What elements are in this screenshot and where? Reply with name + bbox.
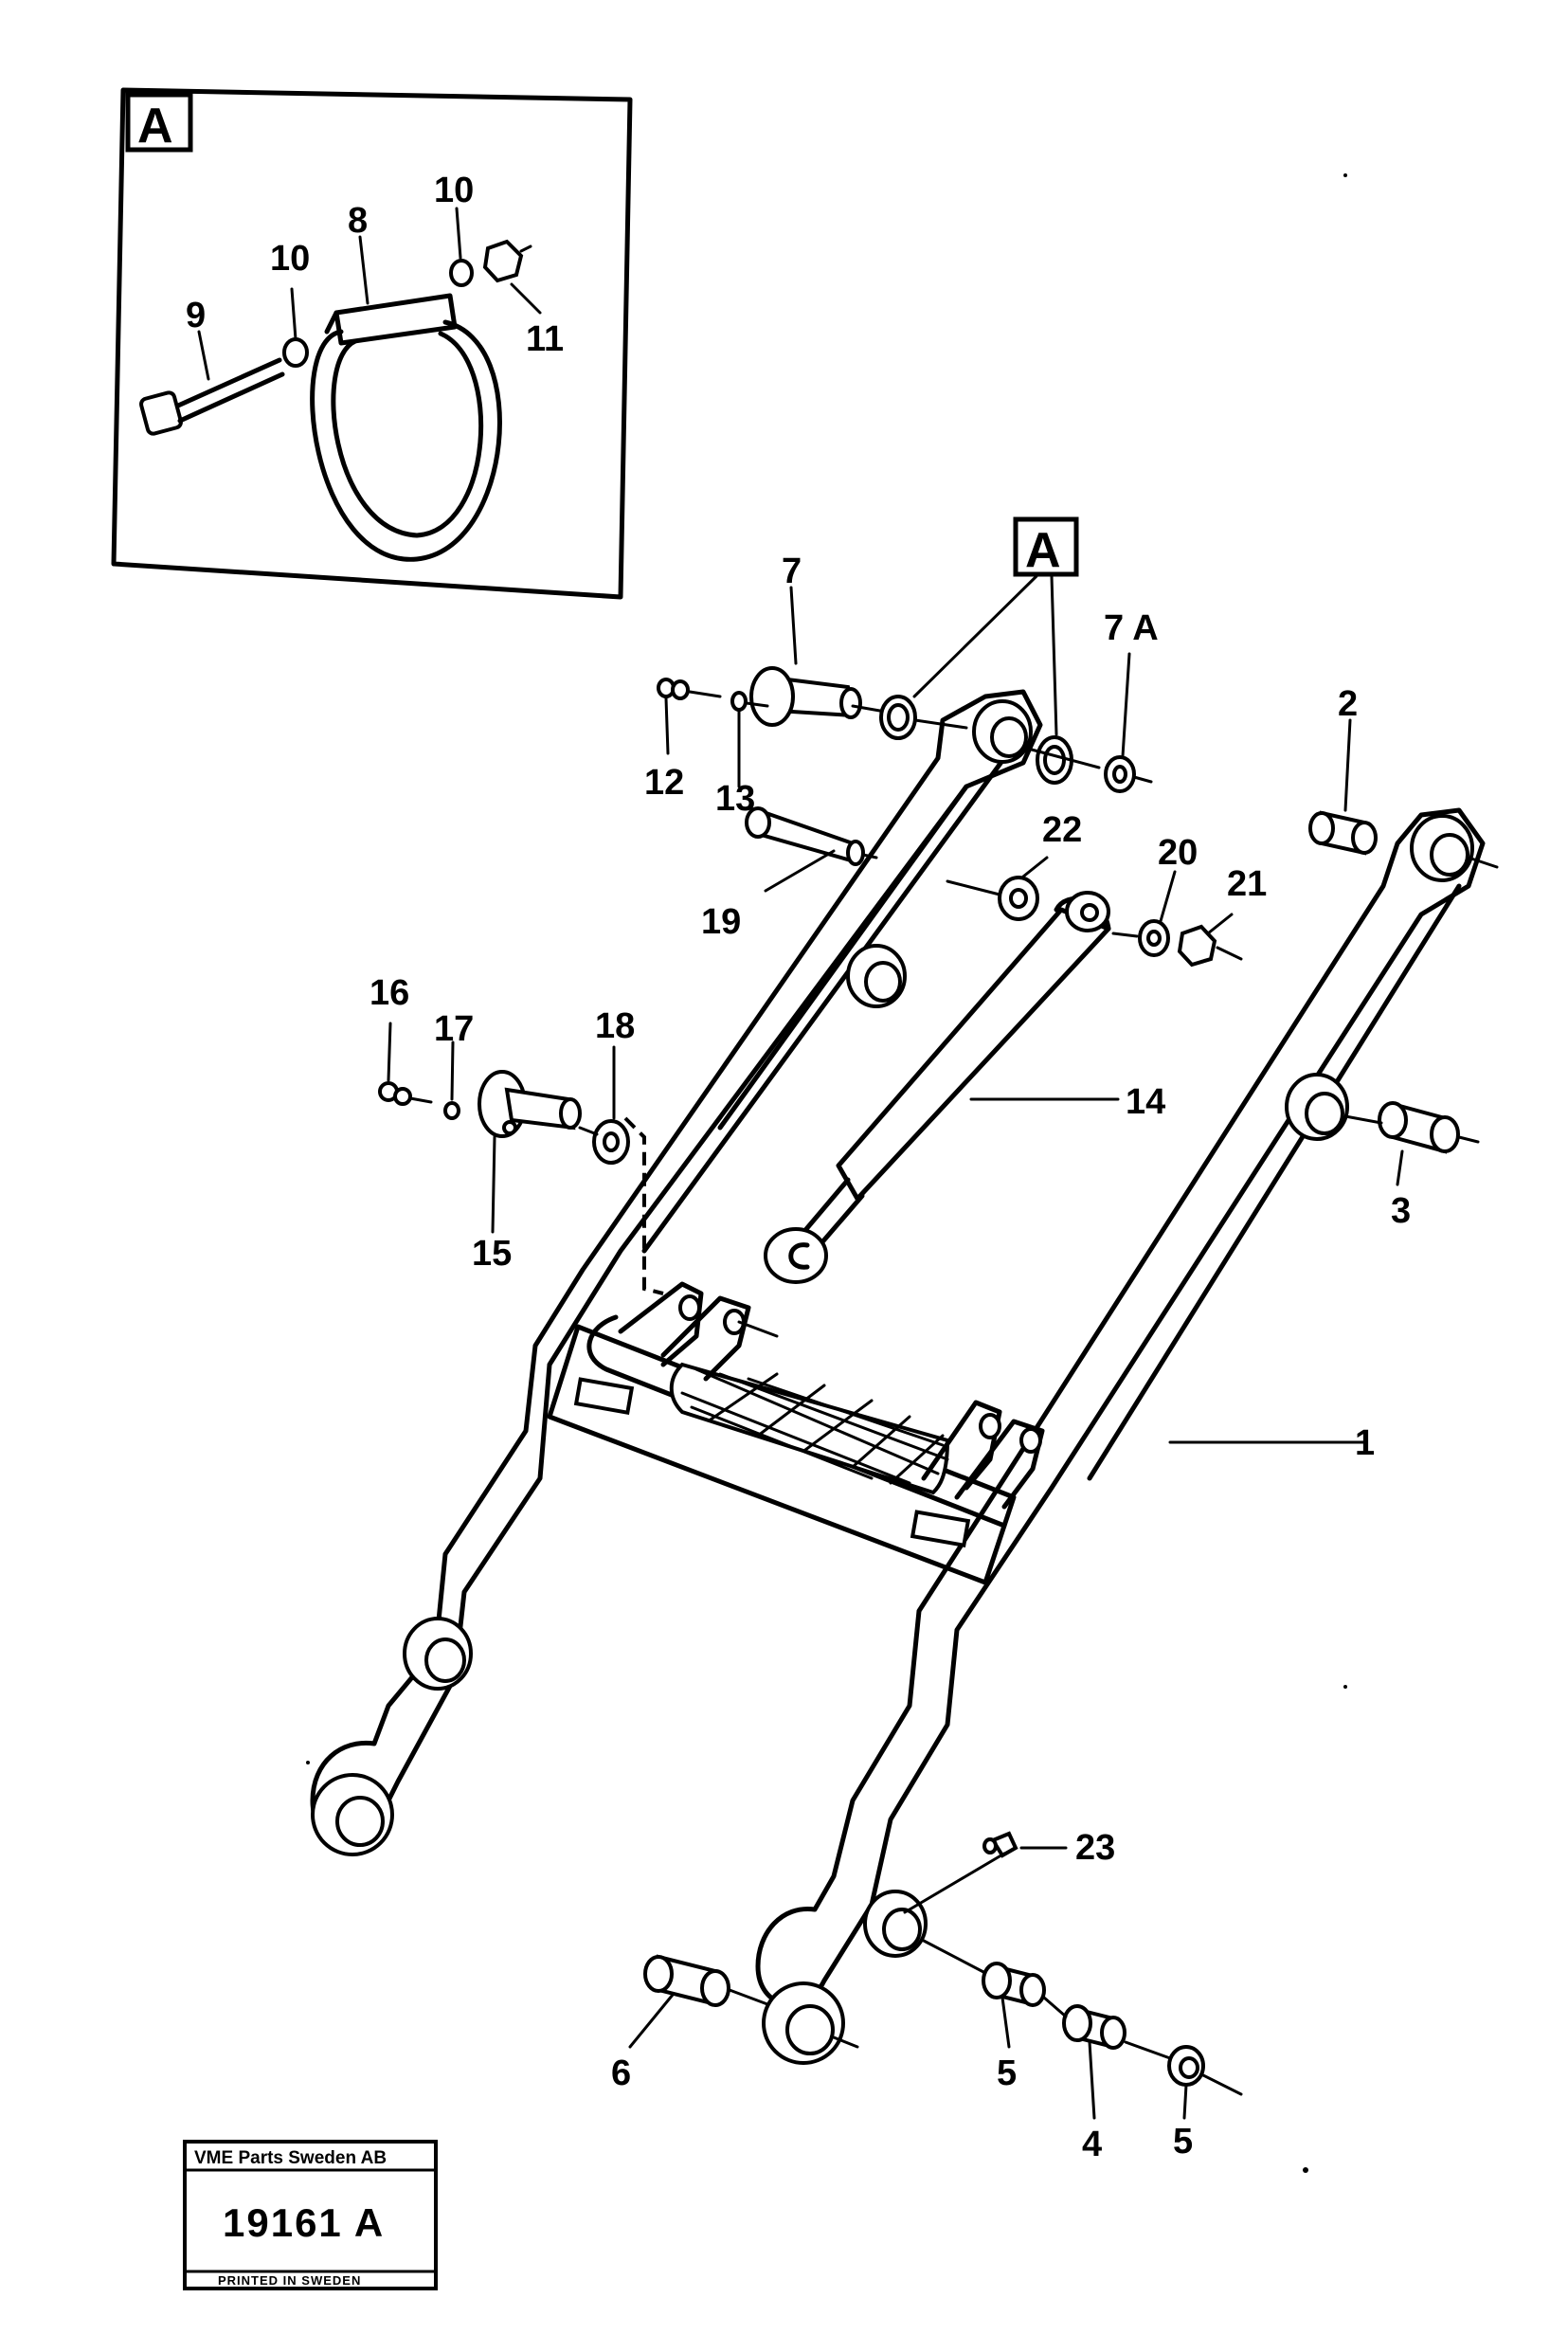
label-4: 4: [1082, 2125, 1102, 2164]
label-23: 23: [1075, 1828, 1115, 1868]
washer-10a: [282, 337, 309, 368]
label-11: 11: [526, 319, 564, 359]
label-15: 15: [472, 1234, 512, 1274]
label-19: 19: [701, 902, 741, 942]
detail-a-letter: A: [137, 99, 173, 154]
item-labels: 1 2 3 4 5 5 6 7 7 A 8 9 10 10 11 12 13 1…: [186, 171, 1411, 2164]
label-9: 9: [186, 296, 206, 335]
label-5a: 5: [997, 2053, 1017, 2093]
label-7a: 7 A: [1104, 608, 1159, 648]
clamp-ring: [310, 293, 502, 562]
detail-a-callout: A: [912, 516, 1079, 736]
label-10a: 10: [270, 239, 310, 279]
grease-nipple: [990, 1831, 1018, 1858]
bolt: [139, 357, 285, 436]
label-3: 3: [1391, 1191, 1411, 1231]
nut-21: [1177, 924, 1217, 968]
title-stamp: VME Parts Sweden AB 19161 A PRINTED IN S…: [183, 2140, 438, 2290]
detail-a-panel: A: [111, 87, 633, 600]
label-14: 14: [1126, 1082, 1165, 1122]
callout-a-letter: A: [1025, 523, 1061, 578]
stamp-company: VME Parts Sweden AB: [194, 2148, 387, 2168]
label-22: 22: [1042, 810, 1082, 850]
label-16: 16: [369, 973, 409, 1013]
label-17: 17: [434, 1009, 474, 1049]
label-12: 12: [644, 763, 684, 803]
loader-arm-assembly: [310, 689, 1486, 2065]
pin-19: [756, 807, 860, 865]
nut: [482, 239, 524, 283]
bushing-4: [1062, 2004, 1092, 2042]
hydraulic-cylinder: [764, 891, 1111, 1284]
label-2: 2: [1338, 684, 1358, 724]
label-6: 6: [611, 2053, 631, 2093]
label-21: 21: [1227, 864, 1267, 904]
label-7: 7: [782, 552, 802, 591]
detail-a-letter-box: [125, 92, 193, 153]
knurled-grip: [669, 1362, 950, 1495]
label-13: 13: [715, 779, 755, 819]
stamp-drawing-number: 19161 A: [223, 2200, 385, 2245]
washer-10b: [449, 259, 474, 287]
callout-a-box: [1013, 516, 1079, 577]
label-20: 20: [1158, 833, 1198, 873]
label-8: 8: [348, 201, 368, 241]
bushing-5a: [982, 1962, 1012, 1999]
label-1: 1: [1355, 1423, 1375, 1463]
stamp-printed: PRINTED IN SWEDEN: [218, 2273, 361, 2288]
label-10b: 10: [434, 171, 474, 210]
leader-lines: [387, 586, 1404, 2120]
loose-parts: [378, 666, 1499, 2096]
label-18: 18: [595, 1006, 635, 1046]
label-5b: 5: [1173, 2122, 1193, 2162]
